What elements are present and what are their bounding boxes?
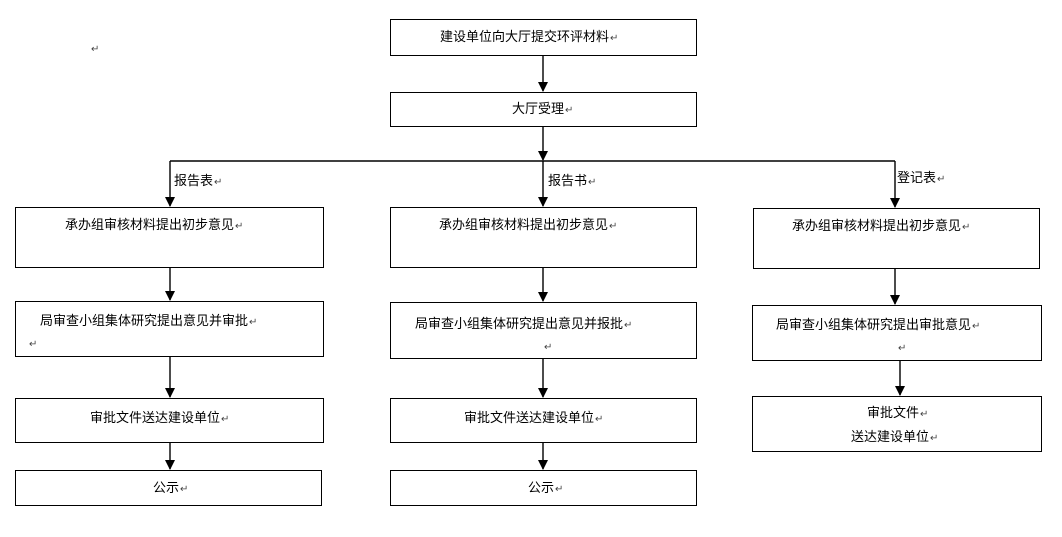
paragraph-mark: ↵ <box>565 105 574 116</box>
branch-label-report-form: 报告表↵ <box>174 174 223 191</box>
right-step-review-box: 承办组审核材料提出初步意见↵ <box>753 208 1040 269</box>
branch-label-report-book: 报告书↵ <box>548 174 597 191</box>
paragraph-mark: ↵ <box>610 33 619 44</box>
right-step-group-approve-box: 局审查小组集体研究提出审批意见↵ ↵ <box>752 305 1042 361</box>
mid-step-review-box: 承办组审核材料提出初步意见↵ <box>390 207 697 268</box>
hall-accept-text: 大厅受理 <box>512 102 565 117</box>
hall-accept-box: 大厅受理↵ <box>390 92 697 127</box>
left-step-deliver-box: 审批文件送达建设单位↵ <box>15 398 324 443</box>
branch-label-registration-form: 登记表↵ <box>897 171 946 188</box>
right-step-deliver-box: 审批文件↵ 送达建设单位↵ <box>752 396 1042 452</box>
mid-step-publicity-box: 公示↵ <box>390 470 697 506</box>
mid-step-deliver-box: 审批文件送达建设单位↵ <box>390 398 697 443</box>
left-step-review-box: 承办组审核材料提出初步意见↵ <box>15 207 324 268</box>
paragraph-mark: ↵ <box>91 44 100 55</box>
left-step-group-approve-box: 局审查小组集体研究提出意见并审批↵ ↵ <box>15 301 324 357</box>
submit-materials-box: 建设单位向大厅提交环评材料↵ <box>390 19 697 56</box>
left-step-publicity-box: 公示↵ <box>15 470 322 506</box>
submit-materials-text: 建设单位向大厅提交环评材料 <box>440 30 610 45</box>
mid-step-group-approve-box: 局审查小组集体研究提出意见并报批↵ ↵ <box>390 302 697 359</box>
